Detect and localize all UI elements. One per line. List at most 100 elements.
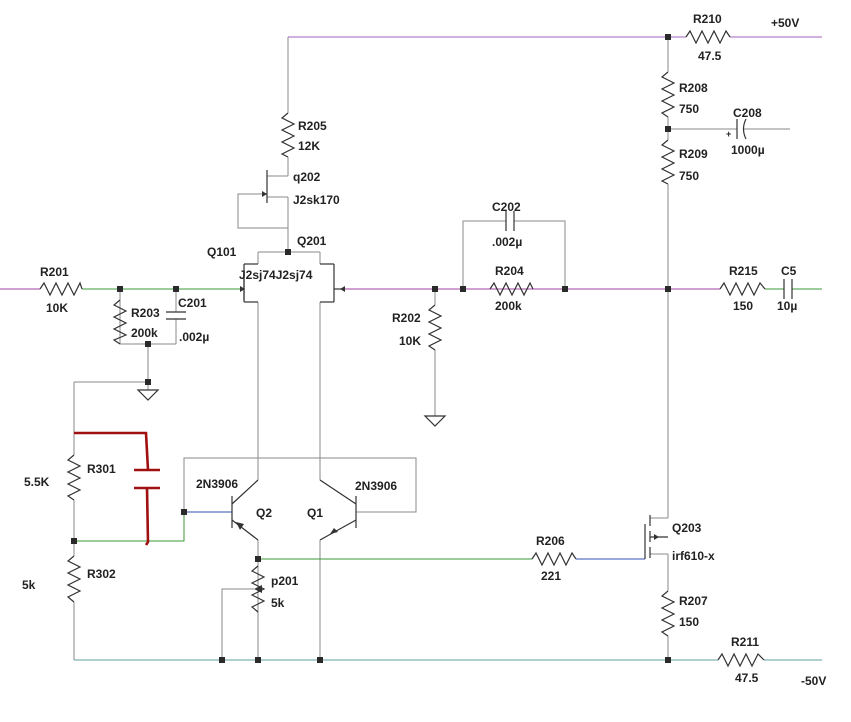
resistor-r209	[660, 139, 676, 185]
bjt-q2	[231, 479, 259, 541]
r203-ref: R203	[131, 306, 160, 320]
resistor-r202	[427, 304, 443, 351]
c201-ref: C201	[178, 296, 207, 310]
r211-ref: R211	[731, 635, 759, 649]
resistor-r208	[660, 71, 676, 118]
positive-rail-label: +50V	[771, 16, 799, 30]
r209-ref: R209	[679, 147, 708, 161]
q2-ref: Q2	[256, 506, 272, 520]
resistor-r205	[280, 112, 296, 158]
r302-ref: R302	[87, 567, 116, 581]
wire-mirror-loop	[183, 457, 417, 513]
q1-model: 2N3906	[355, 479, 397, 493]
r210-ref: R210	[693, 12, 722, 26]
ground-symbol	[136, 389, 160, 401]
c202-value: .002µ	[492, 235, 522, 249]
r202-ref: R202	[392, 311, 421, 325]
q203-ref: Q203	[672, 521, 702, 535]
junction-dot	[173, 286, 179, 292]
junction-dot	[665, 286, 671, 292]
resistor-r301	[66, 454, 82, 501]
p201-wiper-arrow	[254, 585, 262, 593]
q203-model: irf610-x	[672, 549, 715, 563]
r301-value: 5.5K	[24, 475, 50, 489]
resistor-r206	[531, 551, 577, 567]
c202-ref: C202	[492, 200, 521, 214]
wire-bias-mid	[74, 512, 185, 542]
resistor-r207	[660, 590, 676, 637]
junction-dot	[181, 509, 187, 515]
junction-dot	[117, 286, 123, 292]
c5-value: 10µ	[777, 299, 797, 313]
junction-dot	[317, 657, 323, 663]
c5-ref: C5	[781, 264, 797, 278]
capacitors: +	[166, 118, 793, 320]
junction-dot	[432, 286, 438, 292]
p201-ref: p201	[271, 574, 299, 588]
ground-symbol	[423, 415, 447, 427]
jfet-q202	[262, 170, 268, 203]
junction-dot	[71, 538, 77, 544]
junction-dot	[562, 286, 568, 292]
q202-model: J2sk170	[293, 193, 340, 207]
bjt-q1	[319, 479, 357, 541]
r201-value: 10K	[46, 301, 68, 315]
negative-rail-label: -50V	[801, 674, 826, 688]
labels: R210 47.5 +50V R208 750 C208 1000µ R209 …	[22, 12, 826, 688]
q202-ref: q202	[293, 170, 321, 184]
c208-plus-sign: +	[726, 129, 731, 139]
r211-value: 47.5	[735, 671, 759, 685]
junction-dot	[665, 34, 671, 40]
resistor-r215	[719, 281, 766, 297]
r201-ref: R201	[40, 265, 69, 279]
wire-c202-left	[462, 220, 506, 289]
wire-p201-wiper	[221, 588, 254, 660]
r215-value: 150	[733, 299, 753, 313]
jfet-pair-model: J2sj74J2sj74	[239, 268, 313, 282]
r215-ref: R215	[729, 264, 758, 278]
resistor-r203	[112, 299, 128, 345]
r210-value: 47.5	[698, 49, 722, 63]
wire-c202-right	[514, 220, 566, 289]
r209-value: 750	[679, 169, 699, 183]
wires	[0, 36, 822, 661]
junction-dot	[665, 657, 671, 663]
r206-ref: R206	[536, 534, 565, 548]
wire-q202-gate-loop	[237, 193, 288, 229]
q101-ref: Q101	[207, 245, 237, 259]
r202-value: 10K	[399, 334, 421, 348]
junction-dot	[665, 126, 671, 132]
resistor-r302	[66, 555, 82, 603]
junction-dot	[460, 286, 466, 292]
r208-ref: R208	[679, 81, 708, 95]
r203-value: 200k	[131, 326, 158, 340]
resistors	[39, 29, 766, 668]
grounds	[136, 389, 447, 427]
jfet-q101	[240, 263, 258, 303]
junction-dot	[219, 657, 225, 663]
jfet-q201	[320, 263, 345, 303]
resistor-r204	[489, 281, 534, 297]
r207-value: 150	[679, 615, 699, 629]
r208-value: 750	[679, 102, 699, 116]
q1-ref: Q1	[307, 506, 323, 520]
q2-model: 2N3906	[196, 477, 238, 491]
potentiometer-p201	[250, 565, 266, 613]
c208-value: 1000µ	[731, 143, 765, 157]
r206-value: 221	[541, 569, 561, 583]
r302-value: 5k	[22, 578, 36, 592]
junction-dot	[145, 341, 151, 347]
r205-ref: R205	[298, 119, 327, 133]
resistor-r210	[685, 29, 731, 45]
resistor-r211	[717, 652, 765, 668]
red-annotation-capacitor	[74, 431, 160, 546]
transistors	[231, 170, 668, 559]
resistor-r201	[39, 281, 83, 297]
junction-dot	[145, 379, 151, 385]
r207-ref: R207	[679, 594, 708, 608]
c201-value: .002µ	[179, 330, 209, 344]
q201-ref: Q201	[297, 234, 327, 248]
p201-value: 5k	[271, 596, 285, 610]
r205-value: 12K	[298, 139, 320, 153]
